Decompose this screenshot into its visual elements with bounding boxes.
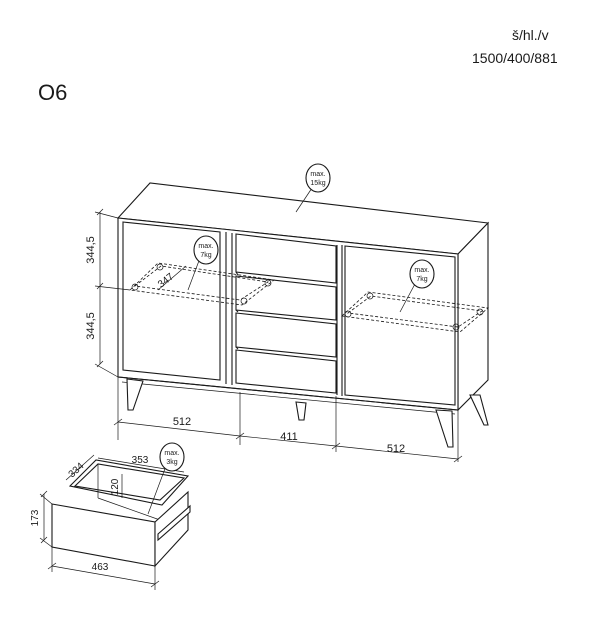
dim-width-mid: 411 [280, 431, 298, 443]
drawer-detail: 120 334 353 173 463 [30, 454, 191, 590]
drawer-side [154, 490, 189, 568]
leg-front-left [126, 378, 144, 411]
dim-drawer-inner-width: 353 [132, 455, 149, 466]
sideboard: 347 [116, 182, 490, 448]
drawer-front-4 [235, 349, 337, 394]
left-shelf [129, 262, 275, 306]
dim-height-lower: 344,5 [85, 312, 97, 340]
model-code: O6 [38, 80, 67, 105]
svg-text:7kg: 7kg [200, 252, 211, 259]
dim-drawer-height: 173 [30, 509, 41, 526]
dim-drawer-width: 463 [92, 562, 109, 573]
right-shelf [341, 291, 489, 333]
load-label-drawer: max. 3kg [147, 442, 185, 515]
sideboard-right-side [457, 221, 489, 412]
leg-back-right [469, 394, 489, 426]
svg-text:max.: max. [198, 243, 213, 250]
width-dimensions: 512 411 512 [113, 377, 463, 463]
drawer-front-panel [51, 503, 156, 567]
svg-text:max.: max. [414, 267, 429, 274]
shelf-pegs [131, 263, 484, 331]
dim-width-left: 512 [173, 416, 191, 428]
svg-text:3kg: 3kg [166, 459, 177, 466]
drawer-front-1 [235, 233, 337, 284]
dim-drawer-inner-height: 120 [110, 478, 121, 495]
dim-height-upper: 344,5 [85, 236, 97, 264]
dimensions-header: š/hl./v [512, 27, 549, 43]
leg-back-middle [295, 401, 307, 421]
leg-front-right [435, 409, 454, 448]
load-label-right-shelf: max. 7kg [399, 259, 435, 313]
right-door [344, 245, 456, 406]
dimensions-values: 1500/400/881 [472, 50, 558, 66]
svg-text:15kg: 15kg [310, 180, 325, 187]
svg-text:7kg: 7kg [416, 276, 427, 283]
drawer-front-3 [235, 312, 337, 358]
drawer-runner [157, 504, 191, 542]
left-door [122, 221, 221, 381]
dim-width-right: 512 [387, 443, 405, 455]
svg-text:max.: max. [164, 450, 179, 457]
drawer-top-opening [68, 459, 190, 506]
svg-text:max.: max. [310, 171, 325, 178]
load-label-left-shelf: max. 7kg [187, 235, 219, 291]
load-label-top: max. 15kg [295, 163, 331, 213]
drawer-front-2 [235, 275, 337, 321]
height-dimensions: 344,5 344,5 [85, 208, 131, 378]
